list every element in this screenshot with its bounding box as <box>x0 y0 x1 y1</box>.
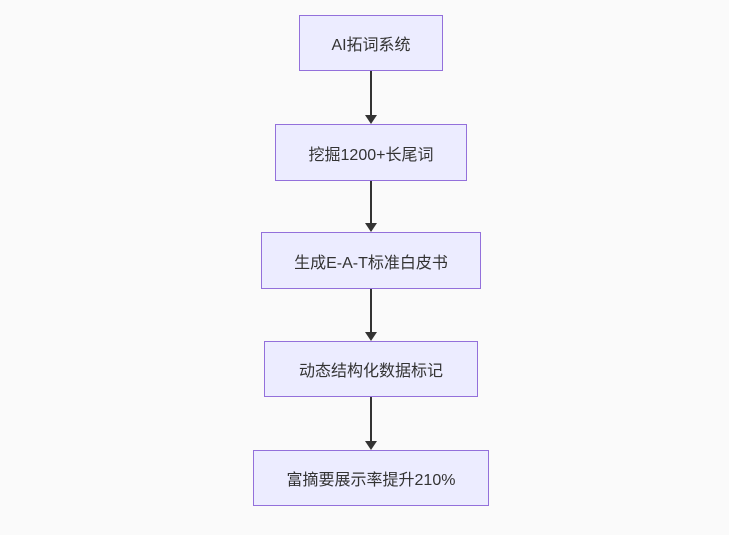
flow-node-label: 富摘要展示率提升210% <box>286 472 456 489</box>
flow-arrow-1-2 <box>365 71 377 124</box>
flow-node-label: 挖掘1200+长尾词 <box>308 146 434 164</box>
flow-arrow-4-5 <box>365 397 377 450</box>
flow-node-step-4: 动态结构化数据标记 <box>264 341 478 397</box>
flow-node-step-1: AI拓词系统 <box>299 15 443 71</box>
flow-node-step-5: 富摘要展示率提升210% <box>253 450 489 506</box>
flow-arrow-3-4 <box>365 289 377 341</box>
flow-node-label: AI拓词系统 <box>331 37 411 54</box>
flow-arrow-2-3 <box>365 181 377 232</box>
flow-node-step-2: 挖掘1200+长尾词 <box>275 124 467 181</box>
flow-node-label: 生成E-A-T标准白皮书 <box>294 254 448 272</box>
flow-node-label: 动态结构化数据标记 <box>298 363 443 380</box>
flow-node-step-3: 生成E-A-T标准白皮书 <box>261 232 481 289</box>
